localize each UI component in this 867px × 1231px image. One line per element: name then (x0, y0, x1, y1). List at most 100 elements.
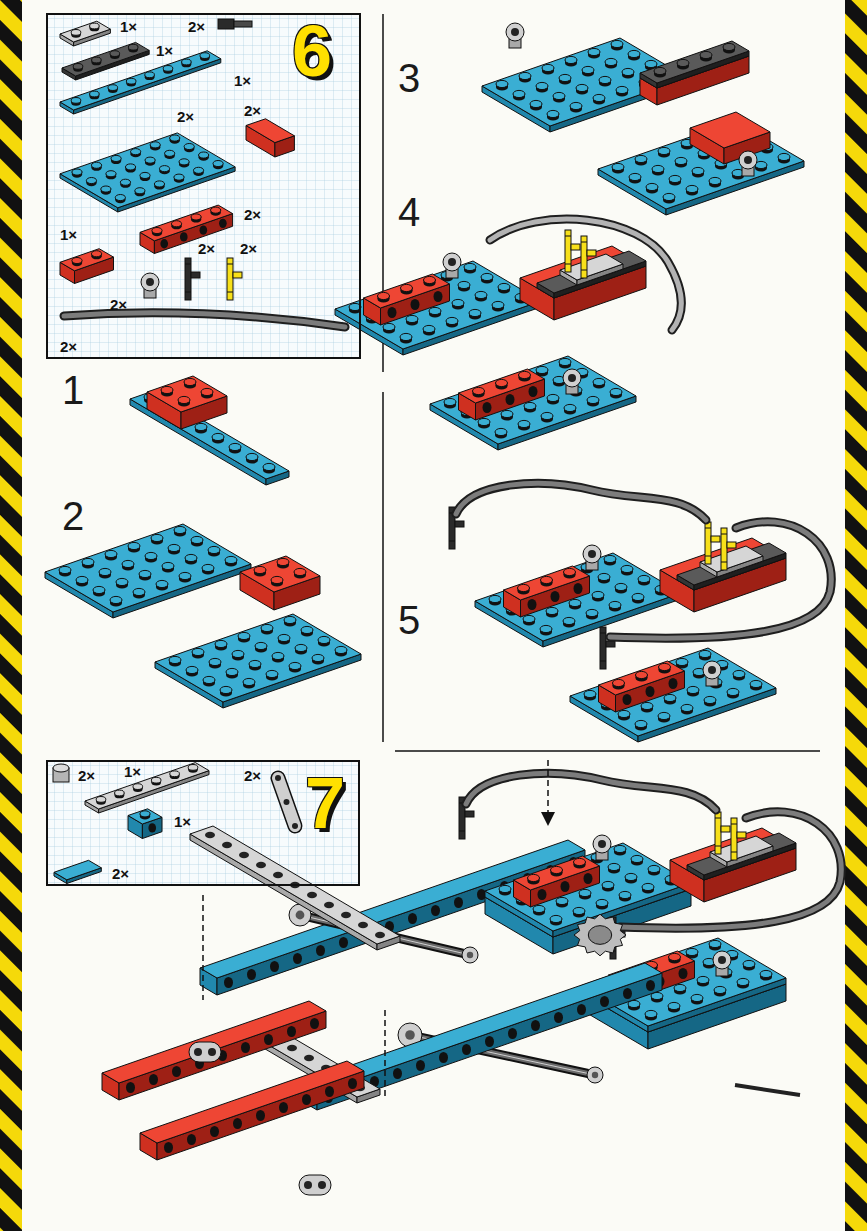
pin-hole (339, 937, 348, 948)
dashed-arrow (547, 760, 549, 814)
stud (278, 634, 290, 641)
stud (489, 595, 501, 602)
stud (151, 777, 161, 783)
stud (73, 64, 83, 70)
stud (469, 309, 481, 316)
stud (289, 662, 301, 669)
lego-part (475, 553, 681, 647)
tube-holder (703, 661, 721, 686)
stud (645, 60, 657, 67)
stud (383, 323, 395, 330)
t-ring (185, 264, 191, 265)
stud (605, 58, 617, 65)
pin-hole (287, 1045, 297, 1051)
brick-face (240, 556, 320, 592)
stud (642, 883, 654, 890)
part-count: 2× (177, 109, 194, 124)
pin-hole (485, 1036, 494, 1047)
t-stem (227, 258, 233, 300)
brick-face (459, 369, 545, 403)
pin-hole (172, 1066, 181, 1077)
stud (613, 679, 625, 686)
stud (593, 378, 605, 385)
stud (536, 366, 548, 373)
stud (201, 388, 213, 395)
stud (152, 227, 162, 233)
holder-hole (146, 278, 154, 286)
part-count: 2× (244, 768, 261, 783)
stud (709, 940, 721, 947)
lego-part (364, 274, 450, 325)
pin-hole (483, 402, 492, 413)
air-tube (64, 313, 345, 327)
stud (400, 333, 412, 340)
stud (186, 666, 198, 673)
lego-part (147, 376, 227, 429)
pin-hole (233, 1118, 242, 1129)
stud (71, 98, 81, 104)
lego-part (190, 826, 400, 950)
stud (646, 183, 658, 190)
stud (635, 155, 647, 162)
stud (318, 636, 330, 643)
part-count: 2× (112, 866, 129, 881)
stud (335, 646, 347, 653)
lego-part (335, 261, 541, 355)
stud (518, 420, 530, 427)
stud (208, 546, 220, 553)
stud (565, 56, 577, 63)
pin-hole (164, 1142, 173, 1153)
stud (619, 891, 631, 898)
tube-holder (713, 951, 731, 976)
pin-hole (506, 394, 515, 405)
stud (464, 263, 476, 270)
stud (82, 558, 94, 565)
pin-hole (408, 913, 417, 924)
stud (182, 59, 192, 65)
stud (378, 292, 390, 299)
stud (760, 970, 772, 977)
brick-face (599, 661, 685, 695)
t-ring (705, 528, 711, 529)
t-ring (721, 534, 727, 535)
stud (609, 601, 621, 608)
air-tube (456, 483, 706, 520)
arrow-head (541, 812, 555, 826)
stud (614, 845, 626, 852)
lego-part (155, 614, 361, 708)
brick-face (130, 391, 289, 479)
lego-part (60, 133, 235, 212)
holder-hole (448, 258, 456, 266)
pin-hole (554, 1012, 563, 1023)
tube-holder (739, 151, 757, 176)
pin-hole (551, 591, 560, 602)
t-ring (565, 236, 571, 237)
stud (621, 565, 633, 572)
stud (179, 572, 191, 579)
brick-face (74, 59, 221, 114)
stud (154, 181, 164, 187)
t-connector (721, 528, 736, 570)
lego-part (640, 41, 749, 88)
stud (96, 797, 106, 803)
tube-holder (443, 253, 461, 278)
stud (195, 423, 207, 430)
stud (156, 580, 168, 587)
sub-step-number: 4 (398, 190, 420, 235)
stud (700, 51, 712, 58)
air-tube (620, 812, 841, 928)
stud (564, 404, 576, 411)
stud (553, 92, 565, 99)
lego-part (130, 391, 289, 485)
brick-face (60, 249, 114, 271)
stud (263, 463, 275, 470)
pin-hole (302, 1094, 311, 1105)
sub-step-number: 5 (398, 598, 420, 643)
stud (203, 676, 215, 683)
axle (300, 915, 470, 955)
part-count: 2× (244, 103, 261, 118)
stud (115, 194, 125, 200)
brick-face (147, 376, 227, 412)
part-count: 1× (234, 73, 251, 88)
